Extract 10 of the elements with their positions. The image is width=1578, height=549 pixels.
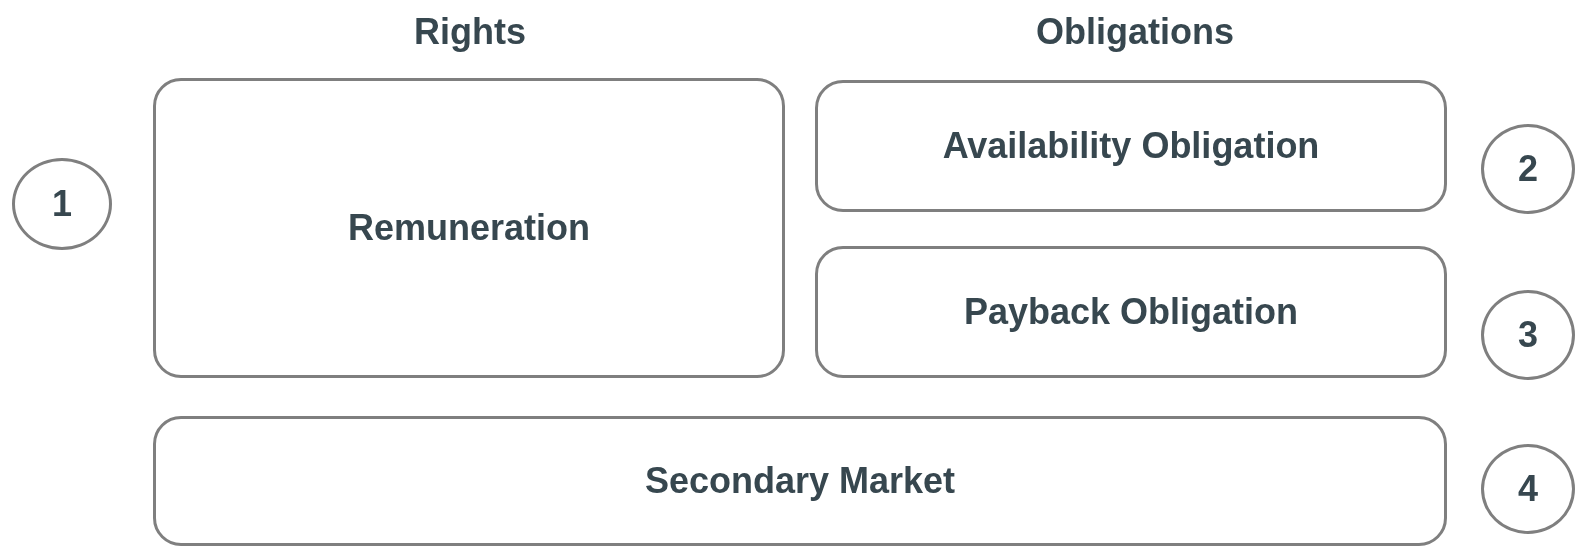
number-circle: 2: [1481, 124, 1575, 214]
number-circle: 1: [12, 158, 112, 250]
number-circle: 3: [1481, 290, 1575, 380]
number-circle: 4: [1481, 444, 1575, 534]
rounded-box: Availability Obligation: [815, 80, 1447, 212]
column-heading: Rights: [413, 10, 527, 54]
rounded-box: Payback Obligation: [815, 246, 1447, 378]
rounded-box: Remuneration: [153, 78, 785, 378]
rounded-box: Secondary Market: [153, 416, 1447, 546]
column-heading: Obligations: [1035, 10, 1235, 54]
